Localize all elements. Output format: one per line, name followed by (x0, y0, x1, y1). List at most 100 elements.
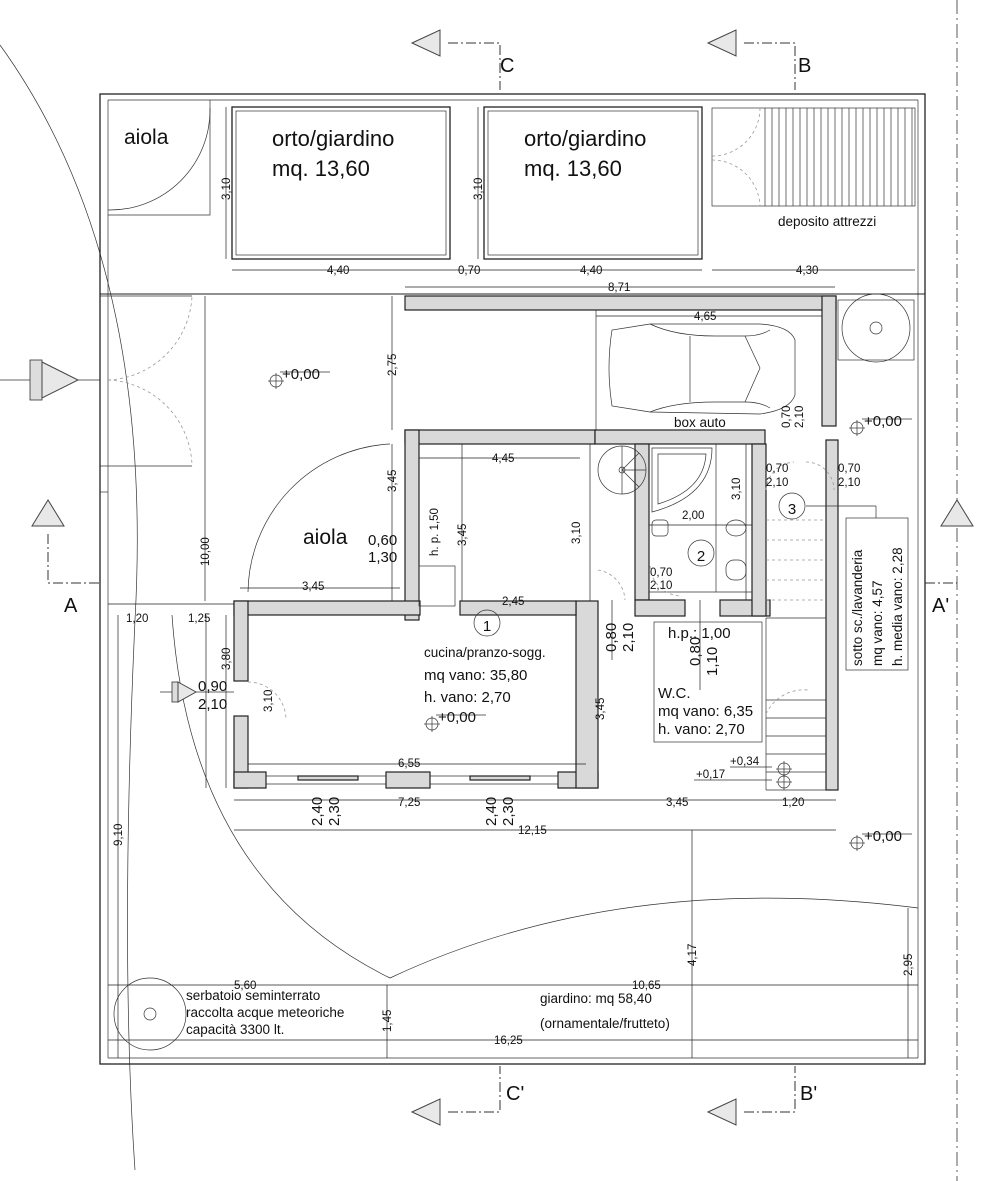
house-wall-top (404, 429, 596, 445)
dim-text: 1,30 (368, 549, 397, 566)
room-1-height: h. vano: 2,70 (424, 689, 511, 706)
dim-text: 2,10 (838, 477, 860, 489)
site-boundary-arc (0, 44, 138, 1171)
level-marker-3 (424, 714, 486, 732)
wc-wall-right (751, 443, 767, 617)
dim-text: 2,10 (794, 406, 806, 428)
dim-text: 4,40 (327, 265, 349, 277)
label-aiola-top: aiola (124, 126, 169, 149)
room-1-number: 1 (483, 618, 491, 635)
dim-text: 3,45 (302, 581, 324, 593)
stair-steps (765, 519, 826, 791)
section-label-a-right: A' (932, 595, 949, 617)
room-3-height: h. media vano: 2,28 (890, 547, 905, 666)
dim-text: 0,90 (198, 678, 227, 695)
tank-circle (113, 977, 187, 1051)
entrance-arrow-small-icon (160, 681, 234, 703)
dim-text: 3,10 (263, 690, 275, 712)
section-marker-c-bottom (410, 1066, 501, 1126)
tank-line-3: capacità 3300 lt. (186, 1022, 284, 1037)
house-wall-left-upper (404, 429, 420, 621)
section-label-b-top: B (798, 55, 811, 77)
room-2-height: h. vano: 2,70 (658, 721, 745, 738)
stair-wall-right (825, 439, 839, 791)
tank-line-1: serbatoio seminterrato (186, 988, 320, 1003)
dim-text: 2,75 (387, 354, 399, 376)
dim-text: 2,10 (766, 477, 788, 489)
dim-text: 3,45 (666, 797, 688, 809)
car-icon (608, 323, 796, 415)
dim-text: 3,10 (571, 522, 583, 544)
label-orto-1-name: orto/giardino (272, 126, 394, 151)
dim-text: 0,70 (650, 567, 672, 579)
aiola-bed (108, 100, 211, 216)
dim-text: 2,10 (198, 696, 227, 713)
spiral-stair-icon (597, 445, 647, 495)
dim-text: 1,10 (704, 647, 721, 676)
room-3-area: mq vano: 4,57 (870, 580, 885, 666)
dim-text: 8,71 (608, 282, 630, 294)
dim-text: 2,45 (502, 596, 524, 608)
section-label-a-left: A (64, 595, 78, 617)
garage-wall-right (821, 295, 837, 427)
entrance-arrow-icon (0, 359, 100, 401)
dim-text: 3,45 (387, 470, 399, 492)
dim-text: 2,30 (326, 797, 343, 826)
room-2-number: 2 (697, 548, 705, 565)
dim-text: 12,15 (518, 825, 547, 837)
label-orto-2-area: mq. 13,60 (524, 156, 622, 181)
dim-text: 2,10 (650, 580, 672, 592)
label-aiola-mid: aiola (303, 526, 348, 549)
room-2-hp: h.p.: 1,00 (668, 625, 731, 642)
dim-text: 4,65 (694, 311, 716, 323)
level-text-1: +0,00 (282, 366, 320, 383)
room-3-number: 3 (788, 501, 796, 518)
garden-area: giardino: mq 58,40 (540, 991, 652, 1006)
dim-text: 2,10 (620, 623, 637, 652)
dim-text: 10,00 (200, 537, 212, 566)
dim-text: 4,40 (580, 265, 602, 277)
section-label-c-top: C (500, 55, 514, 77)
dim-text: 3,10 (221, 178, 233, 200)
section-label-c-bottom: C' (506, 1083, 524, 1105)
dim-text: 2,40 (483, 797, 500, 826)
dim-text: 4,30 (796, 265, 818, 277)
dim-text: 7,25 (398, 797, 420, 809)
dim-text: 0,70 (458, 265, 480, 277)
bathtub-icon (651, 447, 713, 513)
level-text-2: +0,00 (864, 413, 902, 430)
dim-text: 0,70 (838, 463, 860, 475)
dim-text: 5,60 (234, 980, 256, 992)
dim-text: 0,70 (766, 463, 788, 475)
path-curve-left (171, 614, 391, 979)
level-text-3: +0,00 (438, 709, 476, 726)
garage-wall-top (404, 295, 837, 311)
dim-text: 4,45 (492, 453, 514, 465)
dim-text: 16,25 (494, 1035, 523, 1047)
room-1-area: mq vano: 35,80 (424, 667, 527, 684)
dimension-lines (108, 107, 918, 1058)
garden-use: (ornamentale/frutteto) (540, 1016, 670, 1031)
level-text-5: +0,34 (730, 756, 760, 768)
label-deposito: deposito attrezzi (778, 214, 876, 229)
level-marker-5 (694, 761, 792, 790)
toilet-icon (725, 519, 747, 537)
room-1-name: cucina/pranzo-sogg. (424, 645, 546, 660)
dim-text: 3,80 (221, 648, 233, 670)
dim-text: 3,10 (473, 178, 485, 200)
dim-text: 1,25 (188, 613, 210, 625)
dim-text: 6,55 (398, 758, 420, 770)
section-marker-c-top (410, 29, 501, 90)
dim-text: 10,65 (632, 980, 661, 992)
dim-text: h. p. 1,50 (429, 508, 441, 556)
label-box-auto: box auto (674, 415, 726, 430)
garden-plot-2 (483, 106, 703, 260)
garden-arc (247, 443, 391, 593)
plot-boundary (99, 93, 926, 1065)
dim-text: 3,10 (731, 478, 743, 500)
dim-text: 0,70 (781, 406, 793, 428)
dim-text: 1,20 (126, 613, 148, 625)
wc-wall-left (634, 443, 650, 601)
path-curve-right (389, 897, 919, 979)
